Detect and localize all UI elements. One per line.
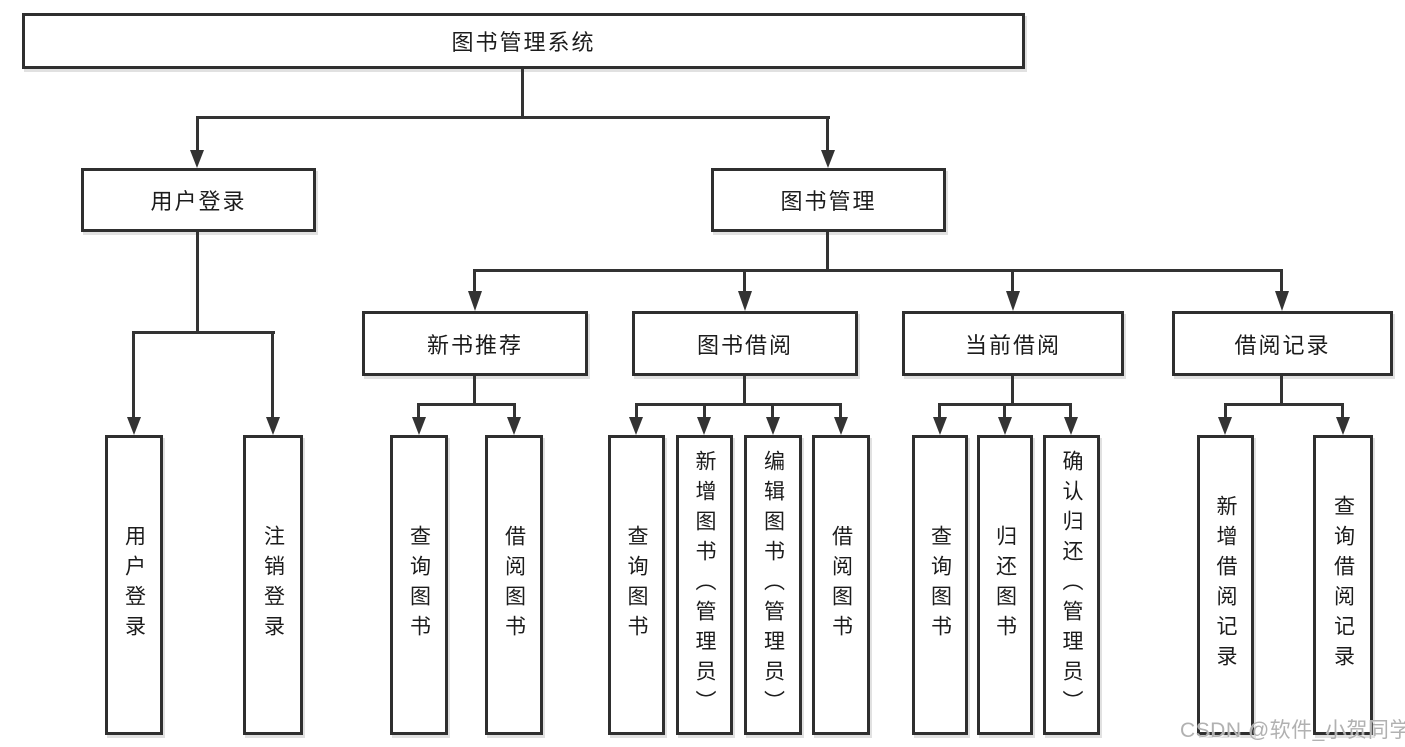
node-leaf-user-login: 用户登录 bbox=[105, 435, 163, 735]
connector-line bbox=[521, 69, 524, 118]
node-leaf-edit-books-admin: 编辑图书（管理员） bbox=[744, 435, 802, 735]
arrow-down-icon bbox=[468, 291, 482, 311]
connector-line bbox=[1280, 376, 1283, 406]
arrow-down-icon bbox=[821, 150, 835, 168]
connector-line bbox=[635, 403, 841, 406]
node-leaf-logout: 注销登录 bbox=[243, 435, 303, 735]
connector-line bbox=[771, 403, 774, 417]
node-leaf-confirm-return-admin-label: 确认归还（管理员） bbox=[1060, 450, 1083, 720]
connector-line bbox=[417, 403, 516, 406]
arrow-down-icon bbox=[190, 150, 204, 168]
connector-line bbox=[196, 116, 199, 150]
connector-line bbox=[938, 403, 941, 417]
connector-line bbox=[703, 403, 706, 417]
node-leaf-query-books-1: 查询图书 bbox=[390, 435, 448, 735]
connector-line bbox=[1011, 376, 1014, 406]
connector-line bbox=[826, 116, 829, 150]
node-book-management-label: 图书管理 bbox=[780, 189, 877, 214]
node-book-borrow-label: 图书借阅 bbox=[696, 332, 793, 358]
node-new-book-recommend-label: 新书推荐 bbox=[426, 332, 523, 358]
arrow-down-icon bbox=[266, 417, 280, 435]
connector-line bbox=[196, 116, 830, 119]
connector-line bbox=[635, 403, 638, 417]
node-leaf-add-books-admin: 新增图书（管理员） bbox=[676, 435, 733, 735]
connector-line bbox=[743, 376, 746, 406]
node-leaf-add-borrow-record-label: 新增借阅记录 bbox=[1214, 495, 1237, 675]
connector-line bbox=[1011, 269, 1014, 291]
node-leaf-query-books-3: 查询图书 bbox=[912, 435, 968, 735]
arrow-down-icon bbox=[998, 417, 1012, 435]
node-root: 图书管理系统 bbox=[22, 13, 1025, 69]
node-leaf-return-books-label: 归还图书 bbox=[993, 525, 1017, 645]
node-leaf-borrow-books-1: 借阅图书 bbox=[485, 435, 543, 735]
node-leaf-borrow-books-1-label: 借阅图书 bbox=[502, 525, 526, 645]
arrow-down-icon bbox=[697, 417, 711, 435]
arrow-down-icon bbox=[1336, 417, 1350, 435]
node-leaf-query-books-2: 查询图书 bbox=[608, 435, 665, 735]
node-leaf-borrow-books-2-label: 借阅图书 bbox=[829, 525, 853, 645]
arrow-down-icon bbox=[1064, 417, 1078, 435]
connector-line bbox=[513, 403, 516, 417]
arrow-down-icon bbox=[1275, 291, 1289, 311]
node-current-borrow-label: 当前借阅 bbox=[964, 332, 1061, 358]
connector-line bbox=[473, 376, 476, 406]
node-book-borrow: 图书借阅 bbox=[632, 311, 858, 376]
connector-line bbox=[1224, 403, 1343, 406]
node-book-management: 图书管理 bbox=[711, 168, 946, 232]
connector-line bbox=[132, 331, 275, 334]
arrow-down-icon bbox=[738, 291, 752, 311]
node-user-login-label: 用户登录 bbox=[150, 189, 247, 214]
arrow-down-icon bbox=[629, 417, 643, 435]
connector-line bbox=[473, 269, 1283, 272]
connector-line bbox=[839, 403, 842, 417]
node-leaf-borrow-books-2: 借阅图书 bbox=[812, 435, 870, 735]
arrow-down-icon bbox=[766, 417, 780, 435]
node-user-login: 用户登录 bbox=[81, 168, 316, 232]
node-leaf-query-books-3-label: 查询图书 bbox=[928, 525, 952, 645]
node-new-book-recommend: 新书推荐 bbox=[362, 311, 588, 376]
connector-line bbox=[417, 403, 420, 417]
arrow-down-icon bbox=[834, 417, 848, 435]
connector-line bbox=[1280, 269, 1283, 291]
connector-line bbox=[1003, 403, 1006, 417]
node-leaf-query-books-1-label: 查询图书 bbox=[407, 525, 431, 645]
node-leaf-query-borrow-record: 查询借阅记录 bbox=[1313, 435, 1373, 735]
connector-line bbox=[132, 331, 135, 417]
node-leaf-logout-label: 注销登录 bbox=[261, 525, 285, 645]
connector-line bbox=[826, 232, 829, 272]
node-borrow-records-label: 借阅记录 bbox=[1234, 332, 1331, 358]
arrow-down-icon bbox=[127, 417, 141, 435]
connector-line bbox=[196, 232, 199, 334]
connector-line bbox=[473, 269, 476, 291]
arrow-down-icon bbox=[1218, 417, 1232, 435]
node-current-borrow: 当前借阅 bbox=[902, 311, 1124, 376]
node-leaf-confirm-return-admin: 确认归还（管理员） bbox=[1043, 435, 1100, 735]
node-leaf-edit-books-admin-label: 编辑图书（管理员） bbox=[761, 450, 785, 720]
arrow-down-icon bbox=[412, 417, 426, 435]
connector-line bbox=[1224, 403, 1227, 417]
connector-line bbox=[743, 269, 746, 291]
node-leaf-return-books: 归还图书 bbox=[977, 435, 1033, 735]
arrow-down-icon bbox=[507, 417, 521, 435]
csdn-watermark: CSDN @软件_小贺同学 bbox=[1180, 719, 1405, 742]
arrow-down-icon bbox=[933, 417, 947, 435]
connector-line bbox=[1069, 403, 1072, 417]
connector-line bbox=[271, 331, 274, 417]
node-leaf-add-books-admin-label: 新增图书（管理员） bbox=[693, 450, 716, 720]
node-leaf-query-borrow-record-label: 查询借阅记录 bbox=[1331, 495, 1355, 675]
node-root-label: 图书管理系统 bbox=[451, 30, 596, 55]
node-borrow-records: 借阅记录 bbox=[1172, 311, 1393, 376]
arrow-down-icon bbox=[1006, 291, 1020, 311]
node-leaf-query-books-2-label: 查询图书 bbox=[625, 525, 648, 645]
node-leaf-add-borrow-record: 新增借阅记录 bbox=[1197, 435, 1254, 735]
connector-line bbox=[1341, 403, 1344, 417]
node-leaf-user-login-label: 用户登录 bbox=[122, 525, 146, 645]
